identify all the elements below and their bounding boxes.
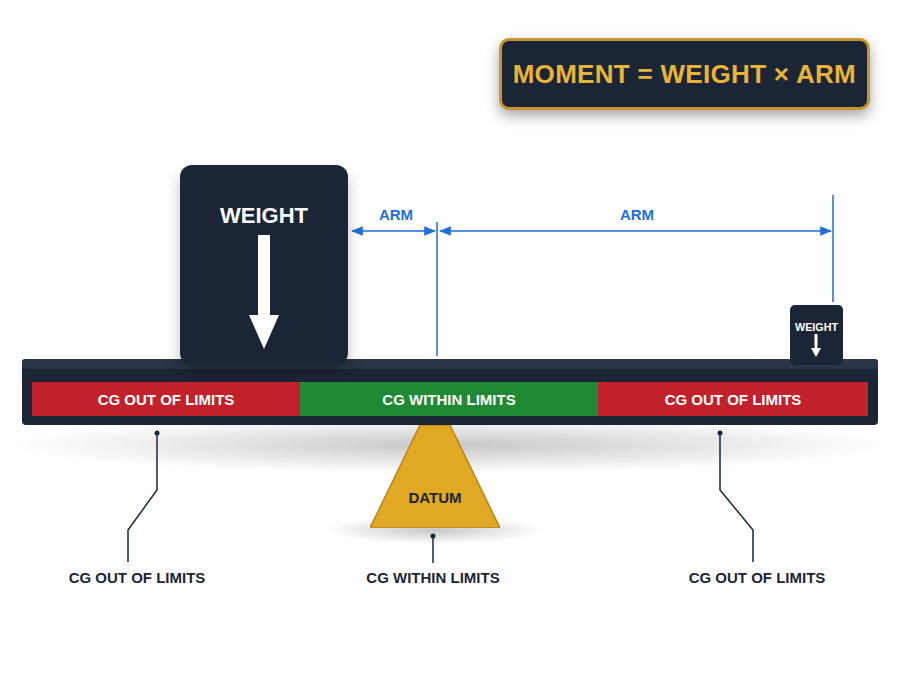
region-label: CG OUT OF LIMITS (67, 569, 208, 586)
dimension-line (352, 230, 435, 232)
dimension-label: ARM (618, 206, 656, 223)
limit-band: CG WITHIN LIMITS (300, 382, 598, 416)
leader-line (128, 433, 157, 562)
dimension-label: ARM (377, 206, 415, 223)
node-text: WEIGHT (220, 203, 308, 229)
weight-block: WEIGHT (180, 165, 348, 365)
down-arrow (790, 305, 843, 365)
node-text: MOMENT = WEIGHT × ARM (513, 59, 856, 90)
dimension-line (440, 230, 831, 232)
limit-band: CG OUT OF LIMITS (598, 382, 868, 416)
datum-triangle-shape (370, 425, 500, 528)
datum-fulcrum: DATUM (370, 425, 500, 528)
limit-band: CG OUT OF LIMITS (32, 382, 300, 416)
node-text: CG OUT OF LIMITS (98, 391, 235, 408)
node-text: CG OUT OF LIMITS (665, 391, 802, 408)
down-arrow-shape (811, 334, 821, 357)
leader-line (432, 536, 434, 563)
extension-line (436, 222, 438, 356)
down-arrow-shape (249, 235, 279, 349)
down-arrow (180, 165, 348, 365)
beam-top (22, 359, 878, 369)
region-label: CG WITHIN LIMITS (364, 569, 501, 586)
leader-line (720, 433, 753, 562)
node-text: WEIGHT (795, 321, 838, 333)
datum-triangle (370, 425, 500, 528)
extension-line (832, 195, 834, 302)
beam (22, 359, 878, 425)
weight-block: WEIGHT (790, 305, 843, 365)
node-text: DATUM (408, 489, 461, 506)
region-label: CG OUT OF LIMITS (687, 569, 828, 586)
formula-box: MOMENT = WEIGHT × ARM (499, 38, 870, 110)
node-text: CG WITHIN LIMITS (382, 391, 515, 408)
